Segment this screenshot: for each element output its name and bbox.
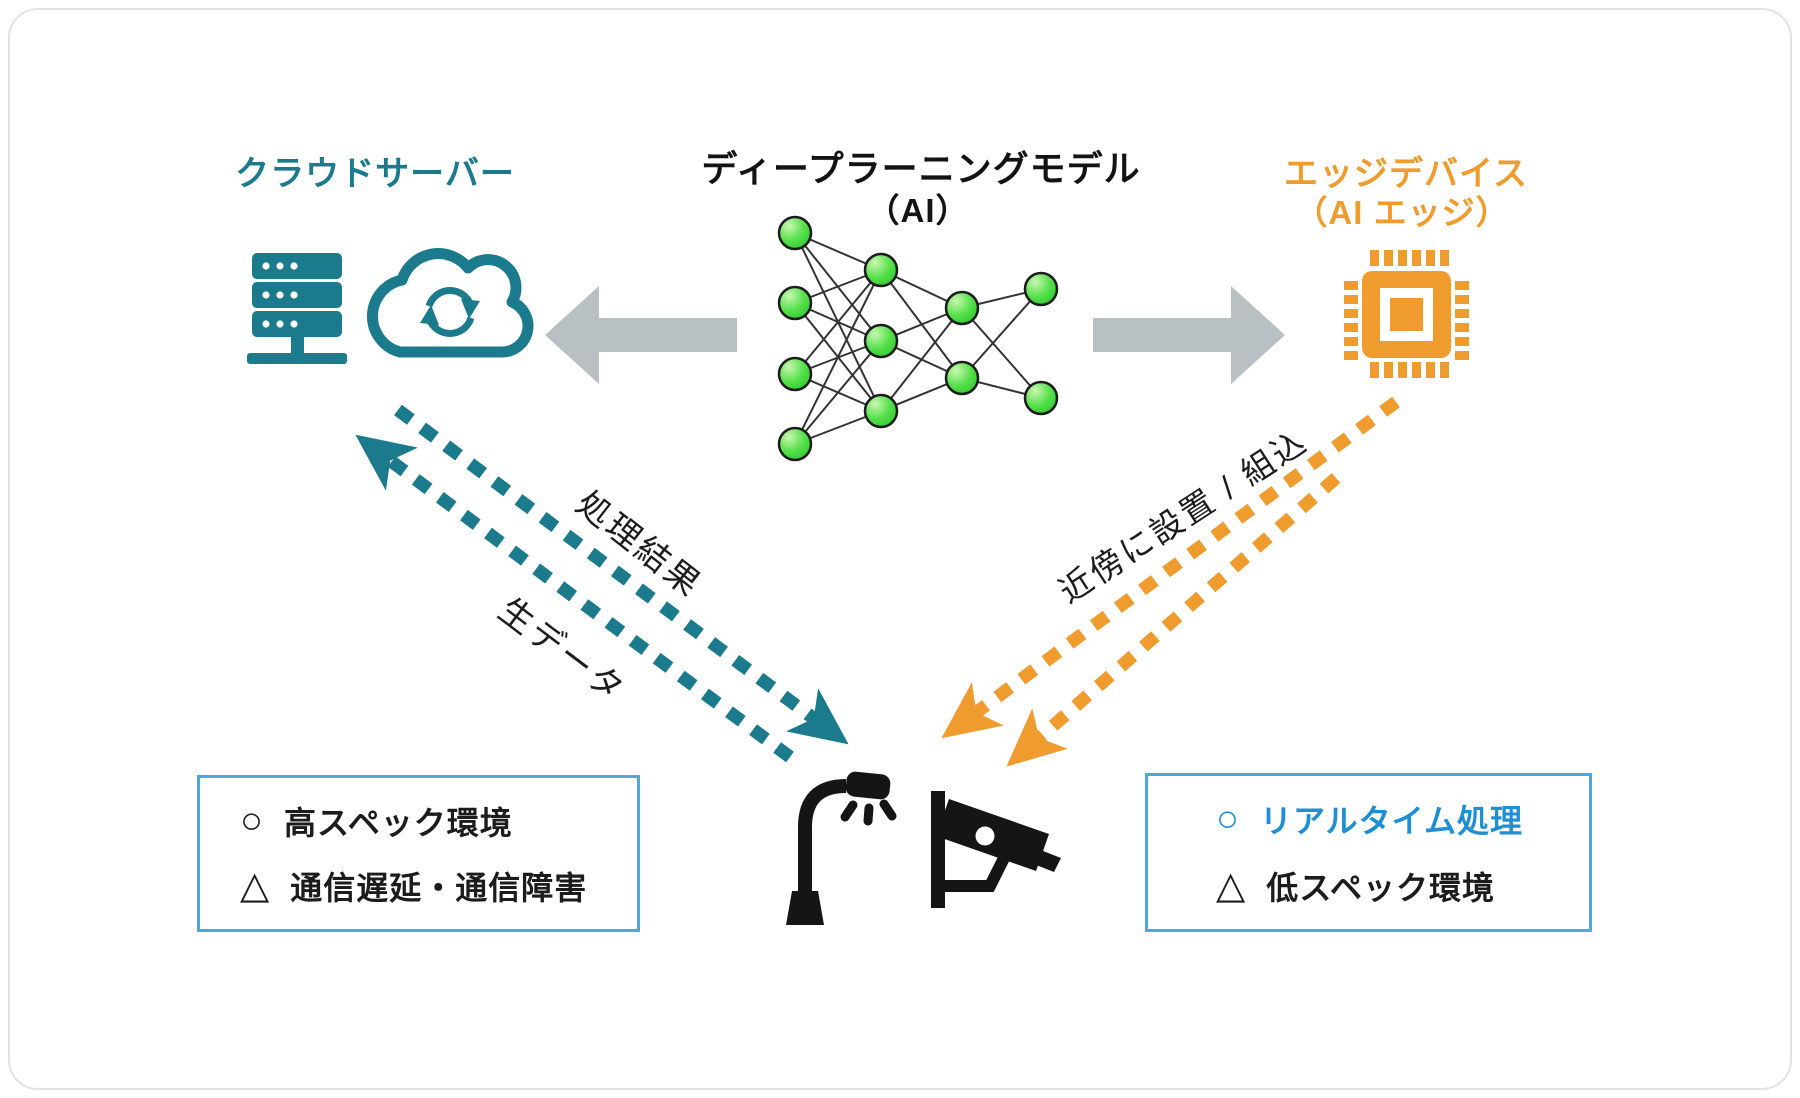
cloud-callout-box: ○ 高スペック環境 △ 通信遅延・通信障害 [197,775,640,932]
triangle-mark-icon: △ [1216,864,1247,907]
cloud-server-title: クラウドサーバー [235,155,515,193]
deploy-arrow-right-icon [1093,286,1285,384]
circle-mark-icon: ○ [240,799,264,842]
deploy-arrow-left-icon [545,286,737,384]
ai-model-title: ディープラーニングモデル [701,148,1141,189]
cctv-camera-icon [931,791,1061,908]
cloud-flow-arrows [355,404,849,763]
server-icon [247,253,347,364]
edge-flow-arrows [941,396,1400,767]
edge-callout-row-2: △ 低スペック環境 [1216,863,1589,909]
cloud-callout-row-2: △ 通信遅延・通信障害 [240,863,637,909]
ai-model-subtitle: （AI） [866,192,970,229]
circle-mark-icon: ○ [1216,798,1240,841]
edge-device-subtitle: （AI エッジ） [1294,194,1510,231]
chip-icon [1344,250,1469,378]
edge-callout-row-1: ○ リアルタイム処理 [1216,796,1589,842]
sync-arrows-icon [420,287,480,337]
edge-device-title: エッジデバイス [1284,155,1528,193]
edge-callout-box: ○ リアルタイム処理 △ 低スペック環境 [1145,773,1592,932]
cloud-callout-text-2: 通信遅延・通信障害 [290,870,588,907]
cloud-sync-icon [367,248,534,358]
neural-network-icon [777,215,1059,462]
edge-callout-text-2: 低スペック環境 [1266,869,1495,906]
triangle-mark-icon: △ [240,865,271,908]
cloud-callout-text-1: 高スペック環境 [283,804,513,841]
street-lamp-icon [786,771,897,925]
edge-callout-text-1: リアルタイム処理 [1259,803,1523,840]
cloud-callout-row-1: ○ 高スペック環境 [240,798,637,844]
